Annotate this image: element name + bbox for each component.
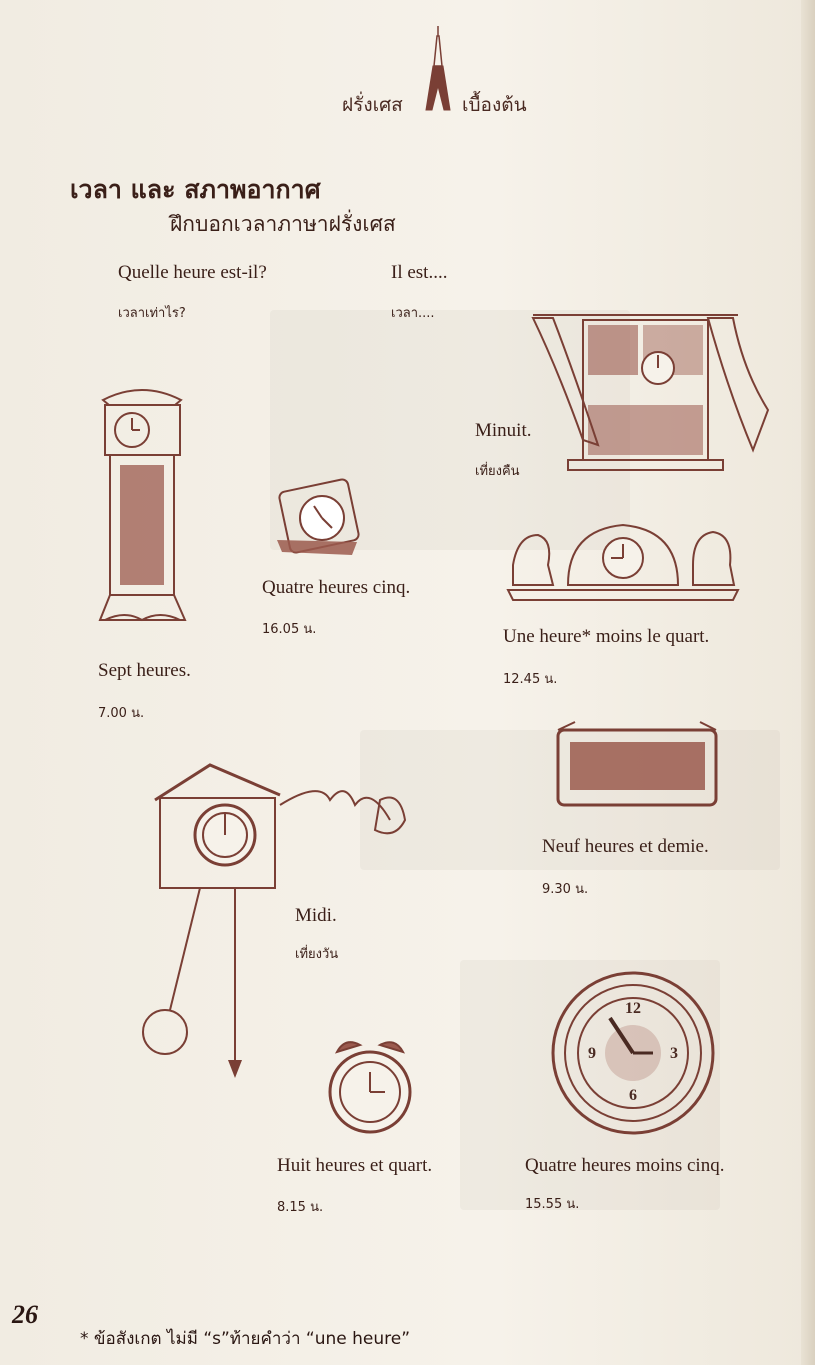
label-quatre-heures-cinq: Quatre heures cinq.: [262, 577, 411, 598]
clock-numeral-3: 3: [670, 1045, 678, 1062]
answer-french: Il est....: [391, 262, 448, 283]
page-spine-edge: [801, 0, 815, 1365]
label-sept-heures: Sept heures.: [98, 660, 191, 681]
time-15-55: 15.55 น.: [525, 1197, 580, 1212]
window-clock-illustration: [531, 314, 770, 471]
time-minuit-thai: เที่ยงคืน: [475, 464, 520, 479]
header-right-text: เบื้องต้น: [462, 94, 527, 116]
digital-clock-illustration: [556, 721, 718, 807]
question-thai: เวลาเท่าไร?: [118, 306, 186, 321]
label-midi: Midi.: [295, 905, 337, 926]
alarm-clock-illustration: [328, 1041, 412, 1134]
wall-clock-illustration: 12 3 6 9: [551, 971, 715, 1135]
answer-thai: เวลา....: [391, 306, 435, 321]
eiffel-tower-icon: [425, 26, 451, 111]
label-huit-heures: Huit heures et quart.: [277, 1155, 433, 1176]
running-header: ฝรั่งเศส เบื้องต้น: [300, 26, 600, 126]
travel-clock-illustration: [277, 478, 360, 555]
time-12-45: 12.45 น.: [503, 672, 558, 687]
section-subtitle: ฝึกบอกเวลาภาษาฝรั่งเศส: [170, 212, 396, 236]
label-minuit: Minuit.: [475, 420, 532, 441]
clock-numeral-9: 9: [588, 1045, 596, 1062]
time-16-05: 16.05 น.: [262, 622, 317, 637]
time-7-00: 7.00 น.: [98, 706, 145, 721]
grandfather-clock-illustration: [98, 389, 187, 622]
clock-numeral-6: 6: [629, 1087, 637, 1104]
header-left-text: ฝรั่งเศส: [342, 94, 403, 116]
page-number: 26: [12, 1300, 38, 1329]
time-midi-thai: เที่ยงวัน: [295, 947, 339, 962]
time-9-30: 9.30 น.: [542, 882, 589, 897]
mantel-clock-illustration: [506, 523, 740, 601]
time-8-15: 8.15 น.: [277, 1200, 324, 1215]
label-une-heure-moins: Une heure* moins le quart.: [503, 626, 710, 647]
question-french: Quelle heure est-il?: [118, 262, 267, 283]
section-title: เวลา และ สภาพอากาศ: [70, 175, 321, 204]
label-quatre-heures-moins: Quatre heures moins cinq.: [525, 1155, 725, 1176]
footnote: * ข้อสังเกต ไม่มี “s”ท้ายคำว่า “une heur…: [80, 1329, 411, 1349]
cuckoo-clock-illustration: [142, 763, 407, 1078]
label-neuf-heures: Neuf heures et demie.: [542, 836, 709, 857]
clock-numeral-12: 12: [625, 1000, 641, 1017]
